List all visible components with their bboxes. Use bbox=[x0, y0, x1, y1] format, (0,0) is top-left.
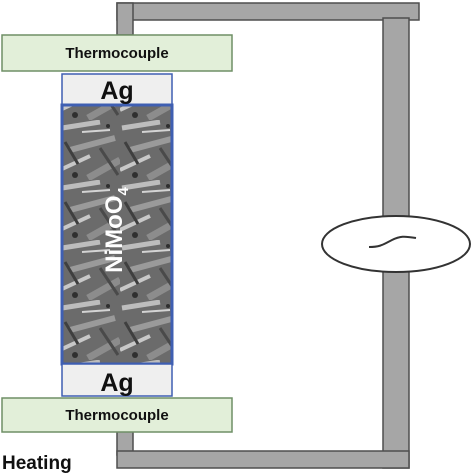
sample-subscript: 4 bbox=[115, 187, 132, 196]
thermocouple-top: Thermocouple bbox=[1, 34, 233, 72]
electrode-top-label: Ag bbox=[100, 77, 133, 105]
wire-top-stub bbox=[116, 2, 134, 36]
thermocouple-bottom-box bbox=[1, 397, 233, 433]
svg-text:NiMoO4: NiMoO4 bbox=[101, 187, 132, 273]
thermocouple-bottom: Thermocouple bbox=[1, 397, 233, 433]
thermocouple-top-box bbox=[1, 34, 233, 72]
sample-formula: NiMoO bbox=[101, 196, 128, 273]
wire-bottom-segment bbox=[116, 450, 410, 469]
sample-body bbox=[60, 103, 174, 366]
heating-label: Heating bbox=[2, 453, 72, 474]
electrode-bottom-label: Ag bbox=[100, 369, 133, 397]
wire-top-segment bbox=[116, 2, 420, 21]
meter-body bbox=[321, 215, 471, 273]
thermocouple-top-label: Thermocouple bbox=[65, 45, 168, 62]
sample-stack: Ag Ag NiMoO4 bbox=[60, 73, 174, 397]
thermocouple-bottom-label: Thermocouple bbox=[65, 407, 168, 424]
electrode-bottom bbox=[61, 363, 173, 397]
sample-label: NiMoO4 bbox=[101, 187, 132, 273]
meter-icon bbox=[321, 215, 471, 273]
meter-wave bbox=[368, 235, 417, 248]
